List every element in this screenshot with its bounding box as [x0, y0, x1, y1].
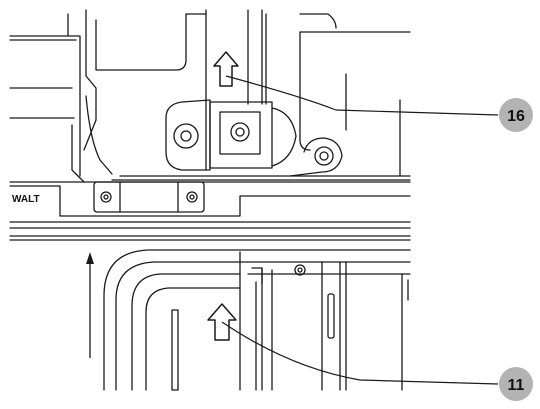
screw-left: [100, 191, 112, 203]
callout-circle: [499, 367, 533, 401]
up-arrow-symbol-upper: [213, 51, 239, 87]
callout-leaders: [221, 75, 499, 385]
rail: [9, 221, 411, 241]
lower-container: [103, 249, 411, 391]
screw-right: [186, 191, 198, 203]
callout-label-16: 16: [507, 108, 525, 125]
callout-16: 16: [499, 98, 533, 132]
brand-logo-text: WALT: [12, 194, 40, 205]
upper-bolt: [294, 264, 306, 276]
callout-11: 11: [499, 367, 533, 401]
brand-plate: WALT: [10, 190, 58, 206]
mounting-plate: [9, 181, 411, 217]
upper-housing: [9, 9, 411, 183]
callout-label-11: 11: [508, 377, 525, 394]
callout-circle: [499, 98, 533, 132]
motion-arrow: [86, 252, 94, 358]
